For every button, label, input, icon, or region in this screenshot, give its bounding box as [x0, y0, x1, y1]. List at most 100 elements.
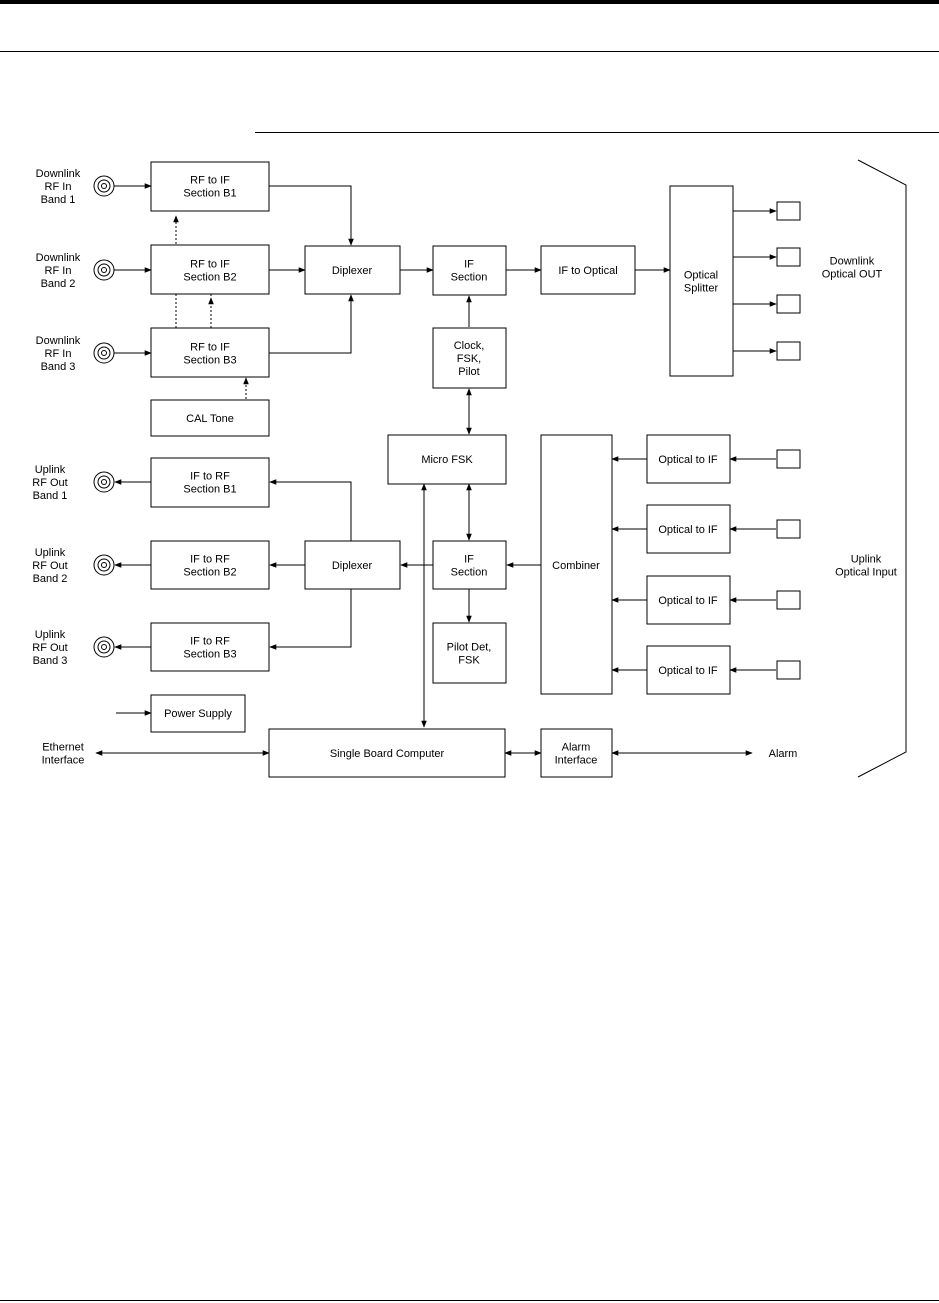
block-single-board-computer	[268, 728, 506, 778]
label-power-supply: Power Supply	[164, 708, 232, 720]
label-line: Interface	[42, 755, 85, 767]
block-alarm-interface	[540, 728, 613, 778]
label-line: Splitter	[684, 283, 719, 295]
label-line: RF In	[45, 265, 72, 277]
block-cal-tone	[150, 399, 270, 437]
label-line: Optical to IF	[658, 595, 718, 607]
label-diplexer-ul: Diplexer	[332, 560, 373, 572]
rf-connector-icon	[93, 259, 115, 281]
label-line: RF In	[45, 348, 72, 360]
label-line: Band 2	[33, 573, 68, 585]
label-line: Section	[451, 272, 488, 284]
label-line: Pilot	[458, 366, 479, 378]
label-line: Band 2	[41, 278, 76, 290]
label-line: Alarm	[562, 742, 591, 754]
rf-connector-icon	[93, 175, 115, 197]
header-rule-thick	[0, 0, 939, 4]
label-line: IF to RF	[190, 554, 230, 566]
block-combiner	[540, 434, 613, 695]
wire-diplexer-b1	[269, 479, 352, 541]
label-if-to-optical: IF to Optical	[558, 265, 617, 277]
optical-in-port-icon	[776, 449, 801, 469]
label-line: Ethernet	[42, 742, 84, 754]
label-line: Alarm	[769, 748, 798, 760]
block-if-to-rf-b1	[150, 457, 270, 508]
label-line: Power Supply	[164, 708, 232, 720]
wire-diplexer-b3	[269, 589, 352, 650]
label-line: Band 1	[41, 194, 76, 206]
label-line: RF Out	[32, 560, 67, 572]
label-line: Clock,	[454, 340, 485, 352]
label-line: Downlink	[830, 256, 875, 268]
header-rule-thin	[0, 51, 939, 52]
block-rf-to-if-b2	[150, 244, 270, 295]
label-diplexer-dl: Diplexer	[332, 265, 373, 277]
block-micro-fsk	[387, 434, 507, 485]
block-diplexer-dl	[304, 245, 401, 295]
label-optical-to-if-1: Optical to IF	[658, 454, 718, 466]
label-line: Band 3	[41, 361, 76, 373]
label-line: RF to IF	[190, 342, 230, 354]
label-line: Optical to IF	[658, 665, 718, 677]
wire-b1-diplexer	[269, 185, 354, 246]
optical-in-port-icon	[776, 519, 801, 539]
block-rf-to-if-b3	[150, 327, 270, 378]
label-line: FSK,	[457, 353, 481, 365]
label-line: Optical OUT	[822, 269, 883, 281]
label-line: Section B3	[183, 649, 236, 661]
label-combiner: Combiner	[552, 560, 600, 572]
label-line: RF Out	[32, 477, 67, 489]
blocks	[150, 161, 734, 778]
label-line: Section B1	[183, 484, 236, 496]
label-optical-to-if-2: Optical to IF	[658, 524, 718, 536]
label-line: Combiner	[552, 560, 600, 572]
section-rule	[255, 132, 939, 133]
label-line: IF to RF	[190, 471, 230, 483]
optical-in-port-icon	[776, 660, 801, 680]
optical-ports	[776, 201, 801, 680]
block-pilot-det-fsk	[432, 622, 507, 684]
block-if-section-dl	[432, 245, 507, 296]
label-line: Band 1	[33, 490, 68, 502]
label-optical-to-if-4: Optical to IF	[658, 665, 718, 677]
block-diplexer-ul	[304, 540, 401, 590]
label-clock-fsk-pilot: Clock,FSK,Pilot	[454, 340, 485, 378]
rf-connector-icon	[93, 554, 115, 576]
block-optical-splitter	[669, 185, 734, 377]
label-line: Optical to IF	[658, 524, 718, 536]
block-if-to-optical	[540, 245, 636, 295]
label-line: IF to Optical	[558, 265, 617, 277]
block-if-to-rf-b3	[150, 622, 270, 672]
label-line: IF	[464, 259, 474, 271]
label-single-board-computer: Single Board Computer	[330, 748, 445, 760]
label-line: IF to RF	[190, 636, 230, 648]
label-line: RF to IF	[190, 259, 230, 271]
label-line: IF	[464, 554, 474, 566]
label-line: Downlink	[36, 252, 81, 264]
label-line: CAL Tone	[186, 413, 234, 425]
block-optical-to-if-3	[646, 575, 731, 625]
label-line: Optical to IF	[658, 454, 718, 466]
label-line: RF In	[45, 181, 72, 193]
label-line: Pilot Det,	[447, 642, 492, 654]
label-line: Uplink	[851, 554, 882, 566]
label-line: Section B2	[183, 272, 236, 284]
label-line: Diplexer	[332, 265, 373, 277]
rf-connector-icon	[93, 342, 115, 364]
optical-out-port-icon	[776, 247, 801, 267]
label-line: Band 3	[33, 655, 68, 667]
